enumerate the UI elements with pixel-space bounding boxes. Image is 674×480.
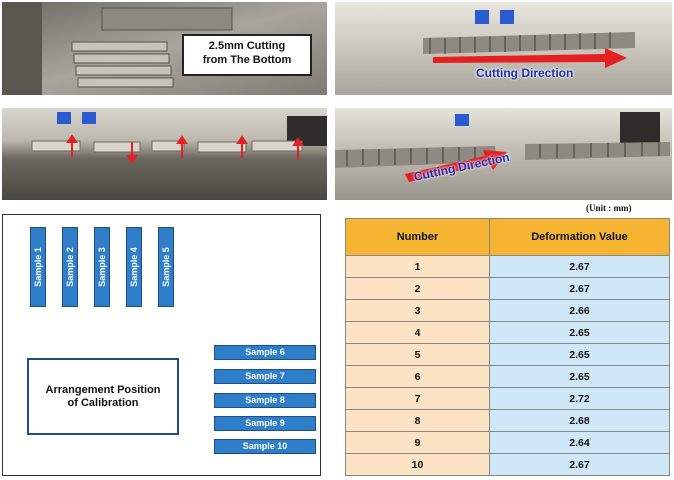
unit-note: (Unit : mm) [586, 203, 632, 213]
value-cell: 2.67 [489, 277, 670, 300]
sample-1-label: Sample 1 [33, 247, 43, 287]
caption-line-1: Arrangement Position [45, 383, 161, 396]
value-cell: 2.67 [489, 453, 670, 476]
value-cell: 2.67 [489, 255, 670, 278]
table-header-row: Number Deformation Value [345, 218, 670, 256]
number-cell: 4 [345, 321, 490, 344]
header-number: Number [345, 218, 490, 256]
value-cell: 2.72 [489, 387, 670, 410]
sample-3-label: Sample 3 [97, 247, 107, 287]
label-line-1: 2.5mm Cutting [208, 40, 286, 52]
sample-4-block: Sample 4 [126, 227, 142, 307]
number-cell: 8 [345, 409, 490, 432]
value-cell: 2.68 [489, 409, 670, 432]
header-deformation-value: Deformation Value [489, 218, 670, 256]
cutting-from-bottom-label: 2.5mm Cutting from The Bottom [182, 34, 312, 76]
value-cell: 2.65 [489, 321, 670, 344]
calibration-arrangement-diagram: Sample 1 Sample 2 Sample 3 Sample 4 Samp… [2, 214, 321, 476]
sample-5-label: Sample 5 [161, 247, 171, 287]
sample-6-block: Sample 6 [214, 345, 316, 360]
sample-8-block: Sample 8 [214, 393, 316, 408]
sample-3-block: Sample 3 [94, 227, 110, 307]
value-cell: 2.65 [489, 343, 670, 366]
photo-cutting-direction-1 [335, 2, 672, 95]
sample-7-block: Sample 7 [214, 369, 316, 384]
number-cell: 9 [345, 431, 490, 454]
number-cell: 7 [345, 387, 490, 410]
sample-2-label: Sample 2 [65, 247, 75, 287]
arrangement-caption: Arrangement Position of Calibration [27, 358, 179, 435]
value-cell: 2.64 [489, 431, 670, 454]
number-cell: 6 [345, 365, 490, 388]
sample-4-label: Sample 4 [129, 247, 139, 287]
photo-deformation-side [2, 108, 327, 200]
sample-1-block: Sample 1 [30, 227, 46, 307]
sample-2-block: Sample 2 [62, 227, 78, 307]
value-cell: 2.66 [489, 299, 670, 322]
sample-5-block: Sample 5 [158, 227, 174, 307]
cutting-direction-label-1: Cutting Direction [476, 66, 574, 80]
label-line-2: from The Bottom [202, 54, 292, 66]
number-cell: 10 [345, 453, 490, 476]
caption-line-2: of Calibration [67, 396, 139, 409]
number-cell: 2 [345, 277, 490, 300]
value-cell: 2.65 [489, 365, 670, 388]
number-cell: 1 [345, 255, 490, 278]
number-cell: 3 [345, 299, 490, 322]
sample-9-block: Sample 9 [214, 416, 316, 431]
sample-10-block: Sample 10 [214, 439, 316, 454]
photo-cutting-direction-2 [335, 108, 672, 200]
number-cell: 5 [345, 343, 490, 366]
